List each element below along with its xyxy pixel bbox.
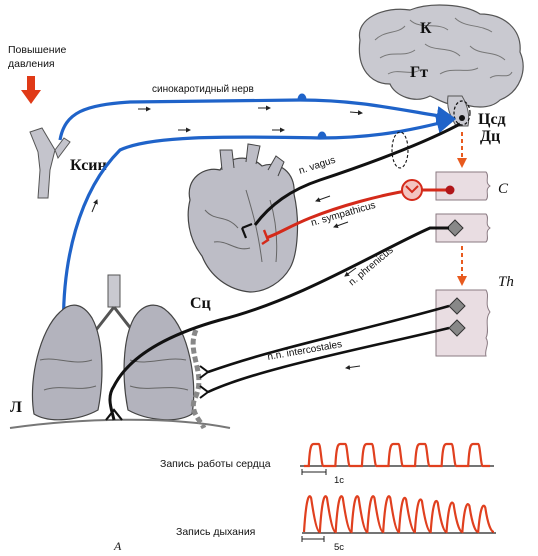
intercostal-nerve-path-lower xyxy=(207,326,450,394)
spinal-segment-cervical-2 xyxy=(435,213,491,243)
pressure-arrow-icon xyxy=(21,76,41,104)
cervical-label: C xyxy=(498,181,509,197)
brain xyxy=(358,4,524,127)
hypothalamus-label: Гт xyxy=(410,64,428,81)
sympathicus-label: n. sympathicus xyxy=(310,200,377,229)
breath-scale-label: 5с xyxy=(334,542,344,553)
afferent-direction-arrows xyxy=(91,105,363,213)
heart-scale-label: 1с xyxy=(334,475,344,486)
heart-recording-trace xyxy=(304,442,490,468)
heart xyxy=(187,143,299,293)
breath-recording-label: Запись дыхания xyxy=(176,526,255,538)
figure-letter: А xyxy=(113,539,122,553)
carotid-sinus xyxy=(29,127,71,199)
sinocarotid-nerve-path xyxy=(58,98,456,141)
heart-scale-bar xyxy=(301,469,327,475)
pressure-label-line2: давления xyxy=(8,58,55,70)
breath-recording-trace xyxy=(302,495,495,534)
cortex-label: К xyxy=(420,20,432,37)
sinocarotid-nerve-label: синокаротидный нерв xyxy=(152,84,254,95)
vagus-nerve-path xyxy=(253,122,461,226)
lungs-label: Л xyxy=(10,399,22,416)
phrenic-nerve-path xyxy=(108,226,449,421)
heart-label: Сц xyxy=(190,295,211,312)
vagus-label: n. vagus xyxy=(298,155,337,177)
intercostal-nerve-path-upper xyxy=(207,304,450,374)
carotid-sinus-label: Ксин xyxy=(70,157,107,174)
vagus-crossing-marker xyxy=(391,131,409,169)
sympathetic-ganglion xyxy=(401,179,423,201)
breath-scale-bar xyxy=(301,536,325,542)
spinal-segment-cervical-1 xyxy=(435,171,491,201)
pressure-label-line1: Повышение xyxy=(8,44,66,56)
heart-recording-label: Запись работы сердца xyxy=(160,458,271,470)
cardio-center-label: Цсд xyxy=(478,111,506,128)
thoracic-label: Th xyxy=(498,274,514,290)
spinal-segment-thoracic xyxy=(435,289,491,357)
resp-center-label: Дц xyxy=(480,128,500,145)
lungs xyxy=(9,274,231,430)
lung-afferent-path xyxy=(61,114,456,343)
